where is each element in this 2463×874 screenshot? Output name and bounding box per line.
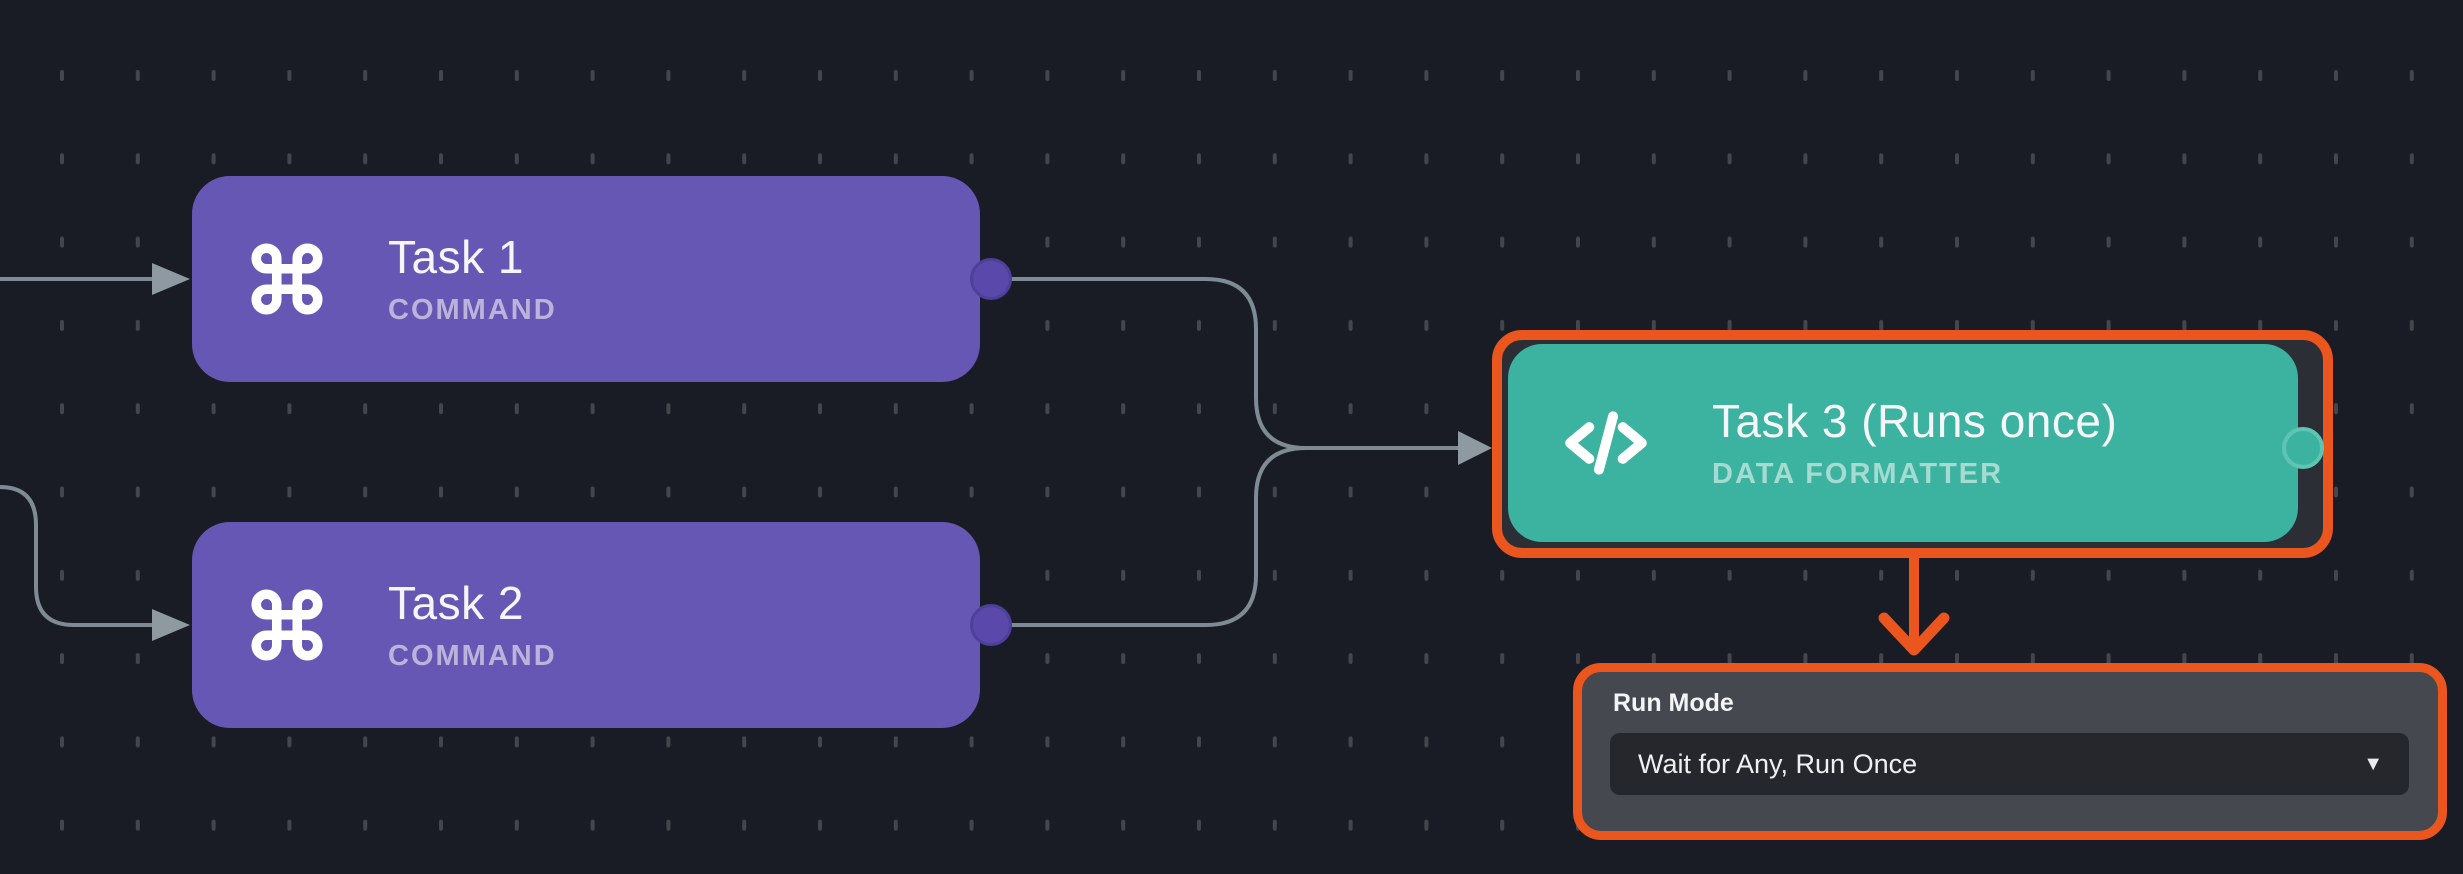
run-mode-selected-value: Wait for Any, Run Once — [1638, 748, 1918, 779]
run-mode-label: Run Mode — [1613, 689, 1734, 717]
command-icon — [246, 584, 328, 666]
node-title: Task 3 (Runs once) — [1712, 395, 2118, 447]
node-subtitle: COMMAND — [388, 294, 557, 326]
output-port-task2[interactable] — [970, 604, 1012, 646]
arrowhead-task2 — [152, 609, 190, 641]
node-subtitle: DATA FORMATTER — [1712, 458, 2004, 490]
selection-arrow-head — [1878, 612, 1950, 656]
edge-into-task2 — [0, 485, 154, 627]
node-title: Task 2 — [388, 577, 524, 629]
run-mode-panel: Run Mode Wait for Any, Run Once ▼ — [1573, 663, 2447, 840]
selection-highlight-task3: Task 3 (Runs once) DATA FORMATTER — [1492, 330, 2333, 558]
output-port-task3[interactable] — [2282, 427, 2324, 469]
output-port-task1[interactable] — [970, 258, 1012, 300]
arrowhead-task1 — [152, 263, 190, 295]
dropdown-caret-icon: ▼ — [2363, 752, 2383, 775]
code-icon — [1556, 393, 1656, 493]
command-icon — [246, 238, 328, 320]
arrowhead-task3 — [1458, 431, 1492, 465]
node-task1[interactable]: Task 1 COMMAND — [192, 176, 1012, 382]
run-mode-dropdown[interactable]: Wait for Any, Run Once ▼ — [1610, 733, 2409, 795]
edge-task2-to-task3 — [1010, 446, 1308, 627]
node-title: Task 1 — [388, 231, 524, 283]
node-task2[interactable]: Task 2 COMMAND — [192, 522, 1012, 728]
node-subtitle: COMMAND — [388, 640, 557, 672]
node-task3[interactable]: Task 3 (Runs once) DATA FORMATTER — [1508, 344, 2298, 542]
edge-task1-to-task3 — [1010, 277, 1464, 450]
